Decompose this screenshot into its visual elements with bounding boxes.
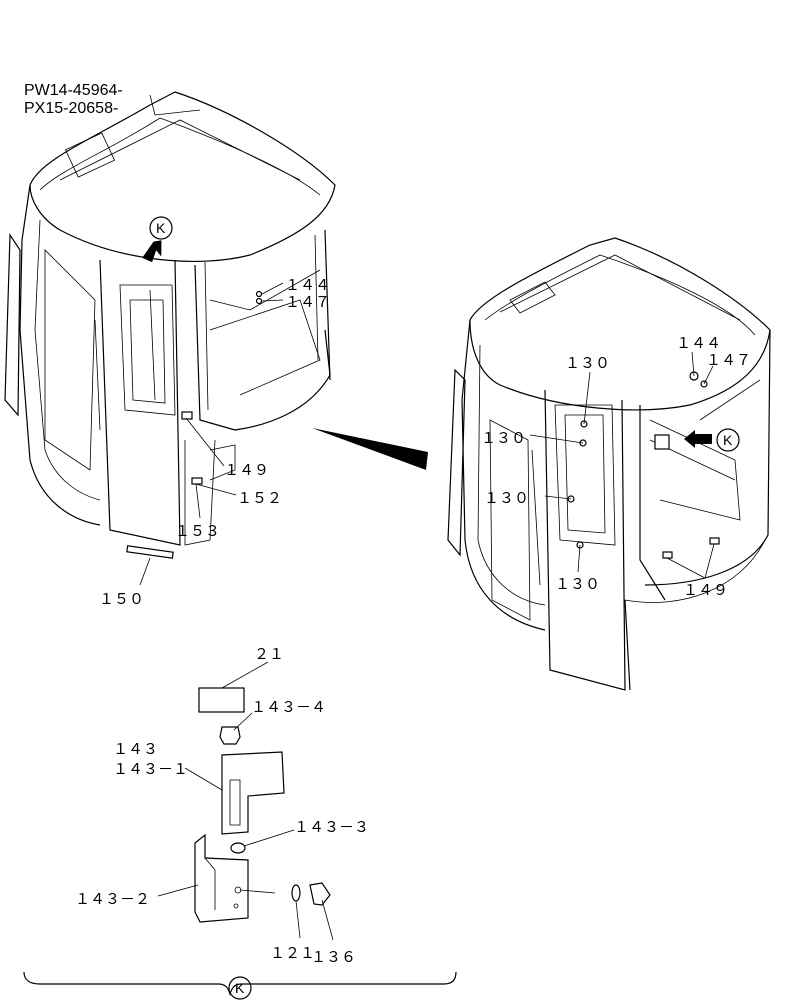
- callout-143-1: １４３－１: [113, 760, 188, 778]
- callout-right-130-top: １３０: [565, 354, 610, 372]
- view-pointer-wedge: [312, 428, 428, 470]
- view-k-marker-right: K: [723, 432, 733, 448]
- callout-right-130-upper: １３０: [481, 429, 526, 447]
- callout-left-150: １５０: [99, 590, 144, 608]
- right-cab-drawing: [447, 237, 771, 691]
- detail-k-drawing: [23, 661, 457, 1000]
- callout-21: ２１: [254, 645, 284, 663]
- callout-left-147: １４７: [285, 293, 330, 311]
- left-cab-drawing: [4, 91, 336, 586]
- callout-143-3: １４３－３: [294, 818, 369, 836]
- callout-left-153: １５３: [175, 522, 220, 540]
- callout-121: １２１: [270, 944, 315, 962]
- callout-left-144: １４４: [285, 276, 330, 294]
- callout-136: １３６: [311, 948, 356, 966]
- callout-right-147: １４７: [706, 351, 751, 369]
- callout-left-152: １５２: [237, 489, 282, 507]
- callout-right-144: １４４: [676, 334, 721, 352]
- callout-right-149: １４９: [683, 581, 728, 599]
- view-k-marker-detail: K: [235, 980, 245, 996]
- callout-right-130-bottom: １３０: [555, 575, 600, 593]
- callout-right-130-mid: １３０: [484, 489, 529, 507]
- callout-143-2: １４３－２: [75, 890, 150, 908]
- serial-number-2: PX15-20658-: [24, 100, 119, 117]
- callout-143-4: １４３－４: [251, 698, 326, 716]
- callout-left-149: １４９: [224, 461, 269, 479]
- serial-number-1: PW14-45964-: [24, 82, 123, 99]
- callout-143: １４３: [113, 740, 158, 758]
- view-k-marker-left: K: [156, 220, 166, 236]
